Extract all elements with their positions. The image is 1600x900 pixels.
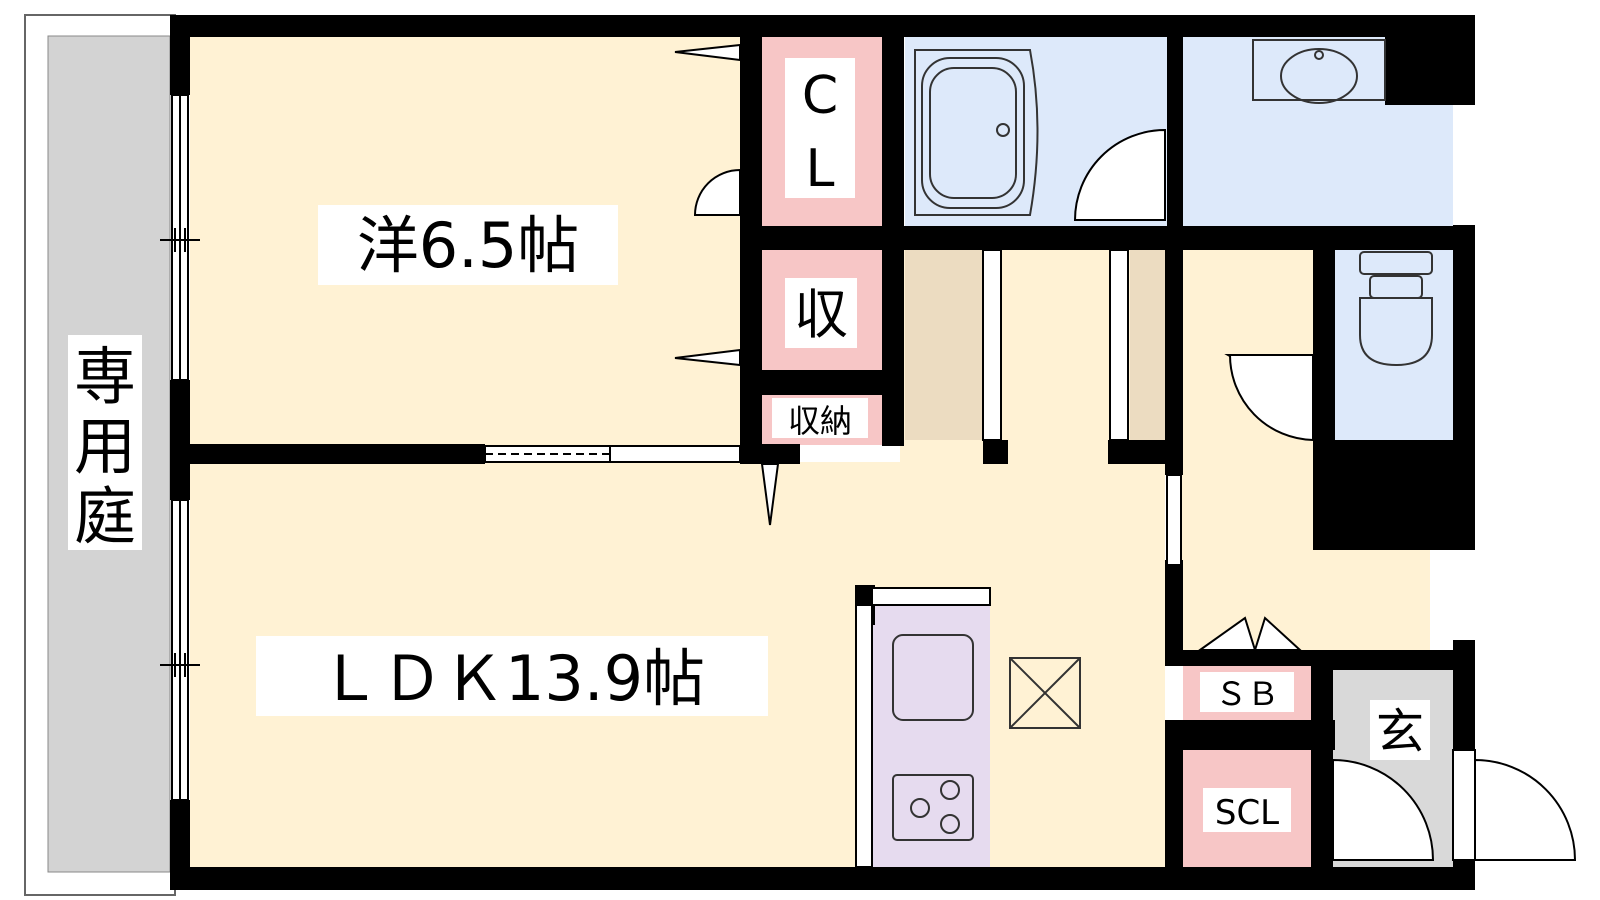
storage-small-label: 収 [794,283,848,346]
gas-stove-icon [892,774,974,841]
kitchen-sink-icon [892,634,974,721]
kitchen-counter [872,605,990,867]
washbasin-icon [1252,39,1386,104]
entrance-label: 玄 [1376,704,1424,760]
closet-label-c: C [802,66,838,126]
storage-label: 収納 [788,402,852,440]
bedroom-closet-door [693,168,741,216]
entrance-door [1474,758,1577,861]
shoe-closet-label: SCL [1215,793,1279,833]
closet-door-swing-top [674,43,741,62]
door-swings[interactable] [674,43,1577,861]
hall-storage-left [905,250,983,440]
walls [170,15,1475,890]
hall-storage-panels [982,249,1182,566]
garden-label-1: 専 [74,340,136,413]
shoe-closet-door [1332,758,1435,861]
ldk-label: ＬＤＫ13.9帖 [319,642,705,715]
shoe-box-door [1196,616,1257,651]
room-labels: 洋6.5帖 ＬＤＫ13.9帖 C L 収 収納 ＳＢ SCL 玄 専 用 庭 [74,58,1430,833]
shoe-box-label: ＳＢ [1215,675,1279,713]
storage-door [760,463,780,526]
sliding-door[interactable] [484,445,741,463]
bathroom-door [1073,128,1166,221]
bedroom-label: 洋6.5帖 [357,209,580,282]
kitchen-icons [855,587,991,868]
toilet-icon [1359,251,1433,367]
garden-label-3: 庭 [74,480,136,553]
fridge-space-icon [1009,657,1081,729]
closet-door-swing-bottom [674,348,741,367]
bathtub-icon [914,49,1039,216]
closet-label-l: L [806,139,835,199]
private-garden [24,14,176,896]
garden-windows [160,94,200,801]
hall-storage-right [1130,250,1165,440]
garden-label-2: 用 [74,410,136,483]
